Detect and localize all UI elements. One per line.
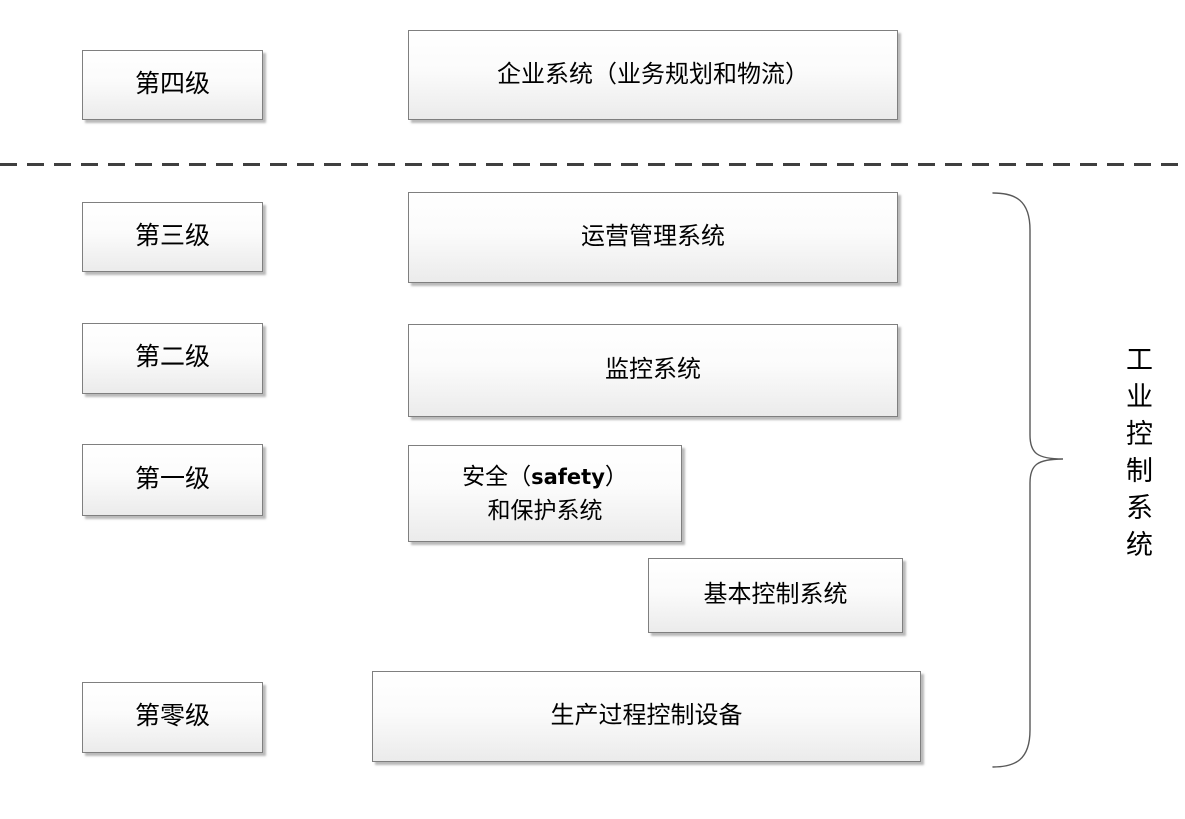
level-label: 第一级: [134, 465, 210, 493]
box-label: 监控系统: [605, 357, 701, 384]
curly-brace: [992, 192, 1064, 768]
box-process-control-equipment: 生产过程控制设备: [372, 671, 921, 762]
level-box-3: 第三级: [82, 202, 263, 272]
box-label: 运营管理系统: [581, 224, 725, 251]
level-box-4: 第四级: [82, 50, 263, 120]
brace-label-industrial-control-system: 工业控制系统: [1122, 345, 1152, 567]
level-label: 第二级: [134, 344, 210, 372]
enterprise-ics-divider-dashed-line: [0, 163, 1185, 166]
level-box-1: 第一级: [82, 444, 263, 516]
level-box-0: 第零级: [82, 682, 263, 753]
level-label: 第零级: [134, 703, 210, 731]
box-label: 基本控制系统: [703, 582, 848, 609]
box-label: 企业系统（业务规划和物流）: [497, 61, 809, 88]
level-label: 第四级: [134, 70, 210, 98]
safety-english-word: safety: [531, 465, 605, 490]
box-safety-protection-system: 安全（safety） 和保护系统: [408, 445, 682, 542]
box-label: 生产过程控制设备: [550, 703, 743, 730]
box-enterprise-system: 企业系统（业务规划和物流）: [408, 30, 898, 120]
box-supervisory-system: 监控系统: [408, 324, 898, 417]
level-box-2: 第二级: [82, 323, 263, 394]
box-label: 安全（safety） 和保护系统: [462, 464, 628, 523]
level-label: 第三级: [134, 222, 210, 250]
box-operations-management-system: 运营管理系统: [408, 192, 898, 283]
box-basic-control-system: 基本控制系统: [648, 558, 903, 633]
